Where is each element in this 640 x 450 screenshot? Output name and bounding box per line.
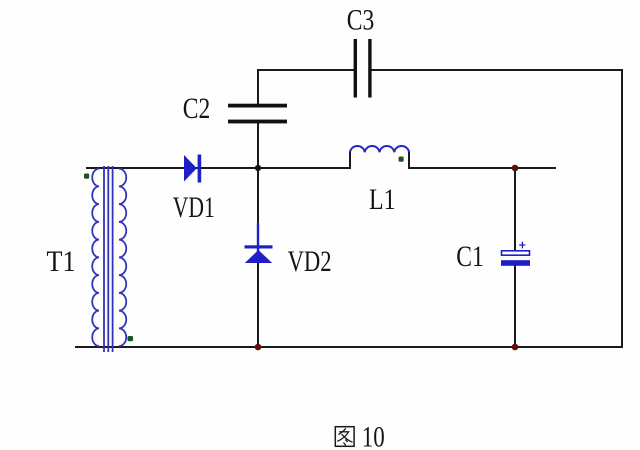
svg-text:T1: T1 [47, 245, 76, 278]
svg-text:L1: L1 [369, 183, 396, 216]
svg-text:VD1: VD1 [173, 191, 215, 224]
svg-text:C2: C2 [183, 92, 211, 125]
svg-text:C3: C3 [347, 4, 375, 37]
svg-text:C1: C1 [456, 240, 484, 273]
svg-text:10: 10 [362, 421, 385, 450]
svg-text:VD2: VD2 [288, 245, 332, 278]
